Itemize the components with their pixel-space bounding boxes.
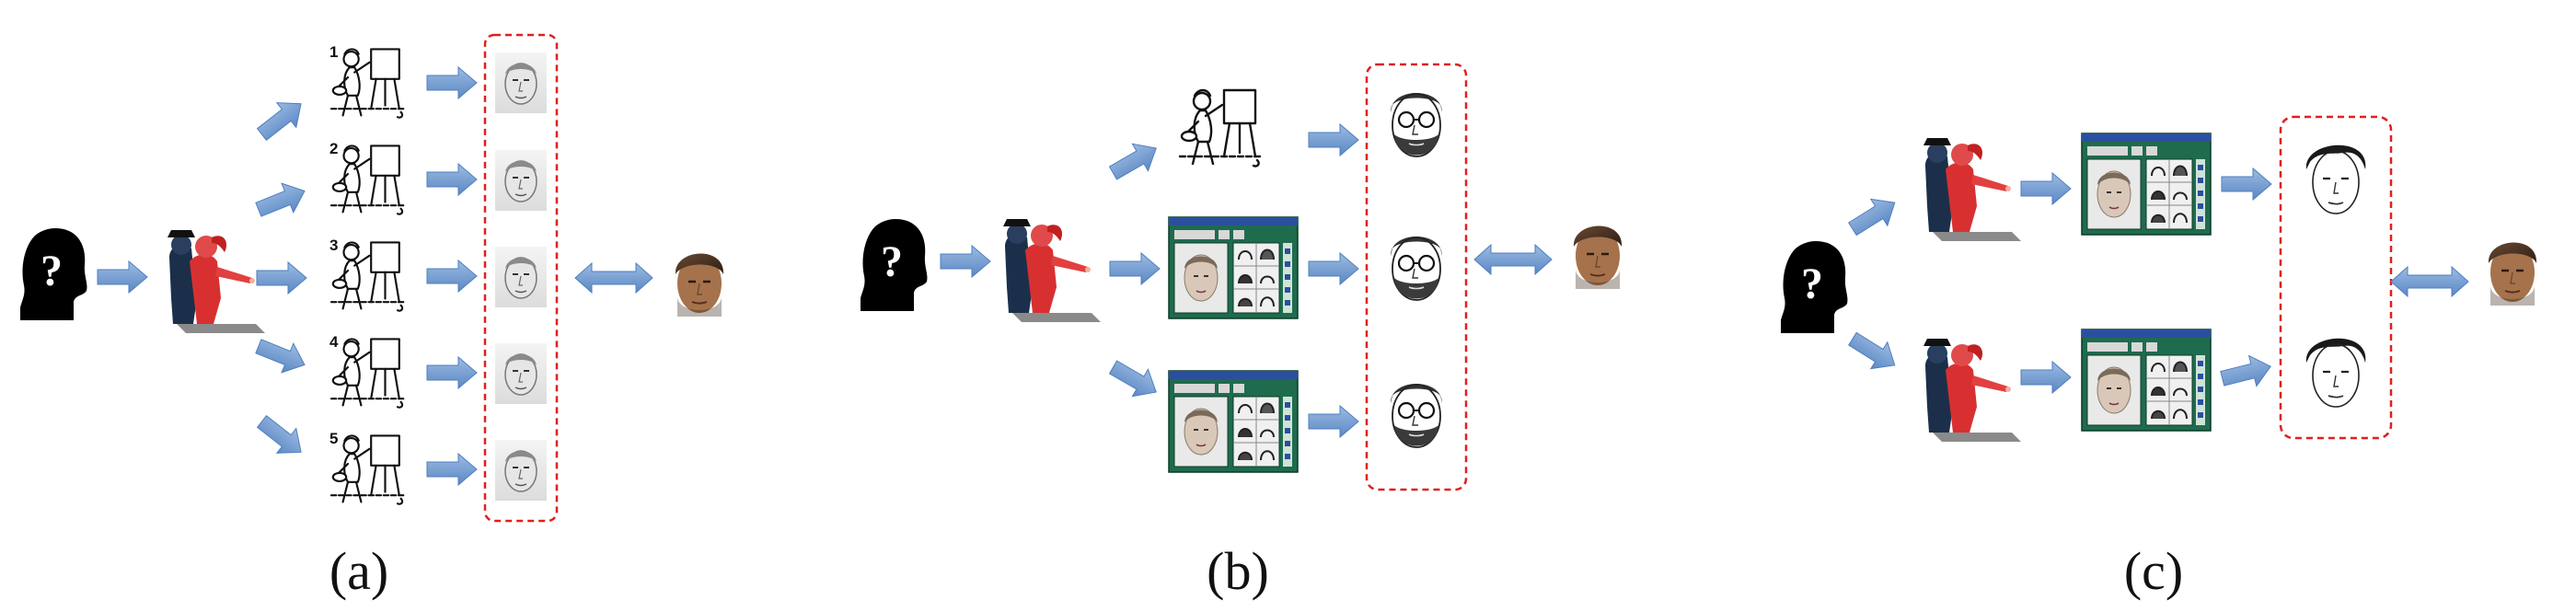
panel-label-a: (a) <box>329 541 388 601</box>
double-arrow-icon <box>574 262 653 294</box>
arrow-icon <box>426 66 478 99</box>
panel-b: (b) <box>861 63 1633 601</box>
arrow-icon <box>940 245 991 278</box>
panel-a: 1 2 3 4 5 (a) <box>20 33 734 601</box>
face-sketch-icon <box>494 149 548 212</box>
arrow-icon <box>1104 352 1165 407</box>
artist-number: 1 <box>329 43 338 61</box>
arrow-icon <box>2221 167 2272 201</box>
arrow-icon <box>256 261 307 294</box>
arrow-icon <box>426 453 478 486</box>
arrow-icon <box>1308 405 1359 438</box>
artist-number: 3 <box>329 237 338 254</box>
face-sketch-icon <box>494 52 548 114</box>
arrow-icon <box>1308 252 1359 285</box>
arrow-icon <box>2020 361 2072 394</box>
arrow-icon <box>2020 172 2072 205</box>
artist-number: 5 <box>329 430 338 447</box>
face-photo-icon <box>664 239 734 318</box>
face-sketch-icon <box>1376 366 1457 466</box>
question-head-icon <box>1781 241 1848 333</box>
dashed-group-box <box>483 33 559 523</box>
question-head-icon <box>20 228 87 320</box>
arrow-icon <box>1308 123 1359 156</box>
double-arrow-icon <box>1473 244 1553 275</box>
face-sketch-icon <box>494 246 548 308</box>
arrow-icon <box>426 163 478 196</box>
arrow-icon <box>251 90 312 147</box>
artist-easel-icon <box>329 48 408 119</box>
artist-easel-icon <box>1178 88 1265 167</box>
arrow-icon <box>252 330 311 380</box>
face-sketch-icon <box>494 439 548 502</box>
face-sketch-icon <box>2295 129 2376 228</box>
dashed-group-box <box>1365 63 1468 491</box>
panel-label-c: (c) <box>2124 541 2183 601</box>
composite-software-icon <box>2081 133 2212 236</box>
arrow-icon <box>2218 351 2275 395</box>
artist-number: 4 <box>329 333 339 351</box>
artist-easel-icon <box>329 434 408 505</box>
witness-icon <box>1003 219 1101 322</box>
composite-software-icon <box>1168 216 1299 319</box>
face-sketch-icon <box>1376 75 1457 175</box>
arrow-icon <box>252 176 311 225</box>
face-sketch-icon <box>2295 322 2376 421</box>
arrow-icon <box>1109 252 1161 285</box>
double-arrow-icon <box>2390 266 2469 297</box>
arrow-icon <box>251 409 312 466</box>
witness-icon <box>1923 138 2021 241</box>
artist-easel-icon <box>329 144 408 215</box>
composite-software-icon <box>1168 370 1299 473</box>
arrow-icon <box>1843 325 1904 379</box>
arrow-icon <box>1843 189 1904 243</box>
artist-easel-icon <box>329 241 408 312</box>
artist-number: 2 <box>329 140 338 157</box>
witness-icon <box>167 230 265 333</box>
face-photo-icon <box>1563 212 1633 291</box>
face-photo-icon <box>2478 228 2547 307</box>
artist-easel-icon <box>329 338 408 409</box>
question-head-icon <box>861 219 928 311</box>
panel-c: (c) <box>1781 115 2547 601</box>
face-sketch-icon <box>494 342 548 405</box>
arrow-icon <box>426 356 478 389</box>
composite-software-icon <box>2081 329 2212 432</box>
arrow-icon <box>97 260 148 294</box>
arrow-icon <box>426 260 478 293</box>
face-sketch-icon <box>1376 219 1457 318</box>
arrow-icon <box>1104 133 1165 188</box>
witness-icon <box>1923 339 2021 442</box>
panel-label-b: (b) <box>1207 541 1269 601</box>
